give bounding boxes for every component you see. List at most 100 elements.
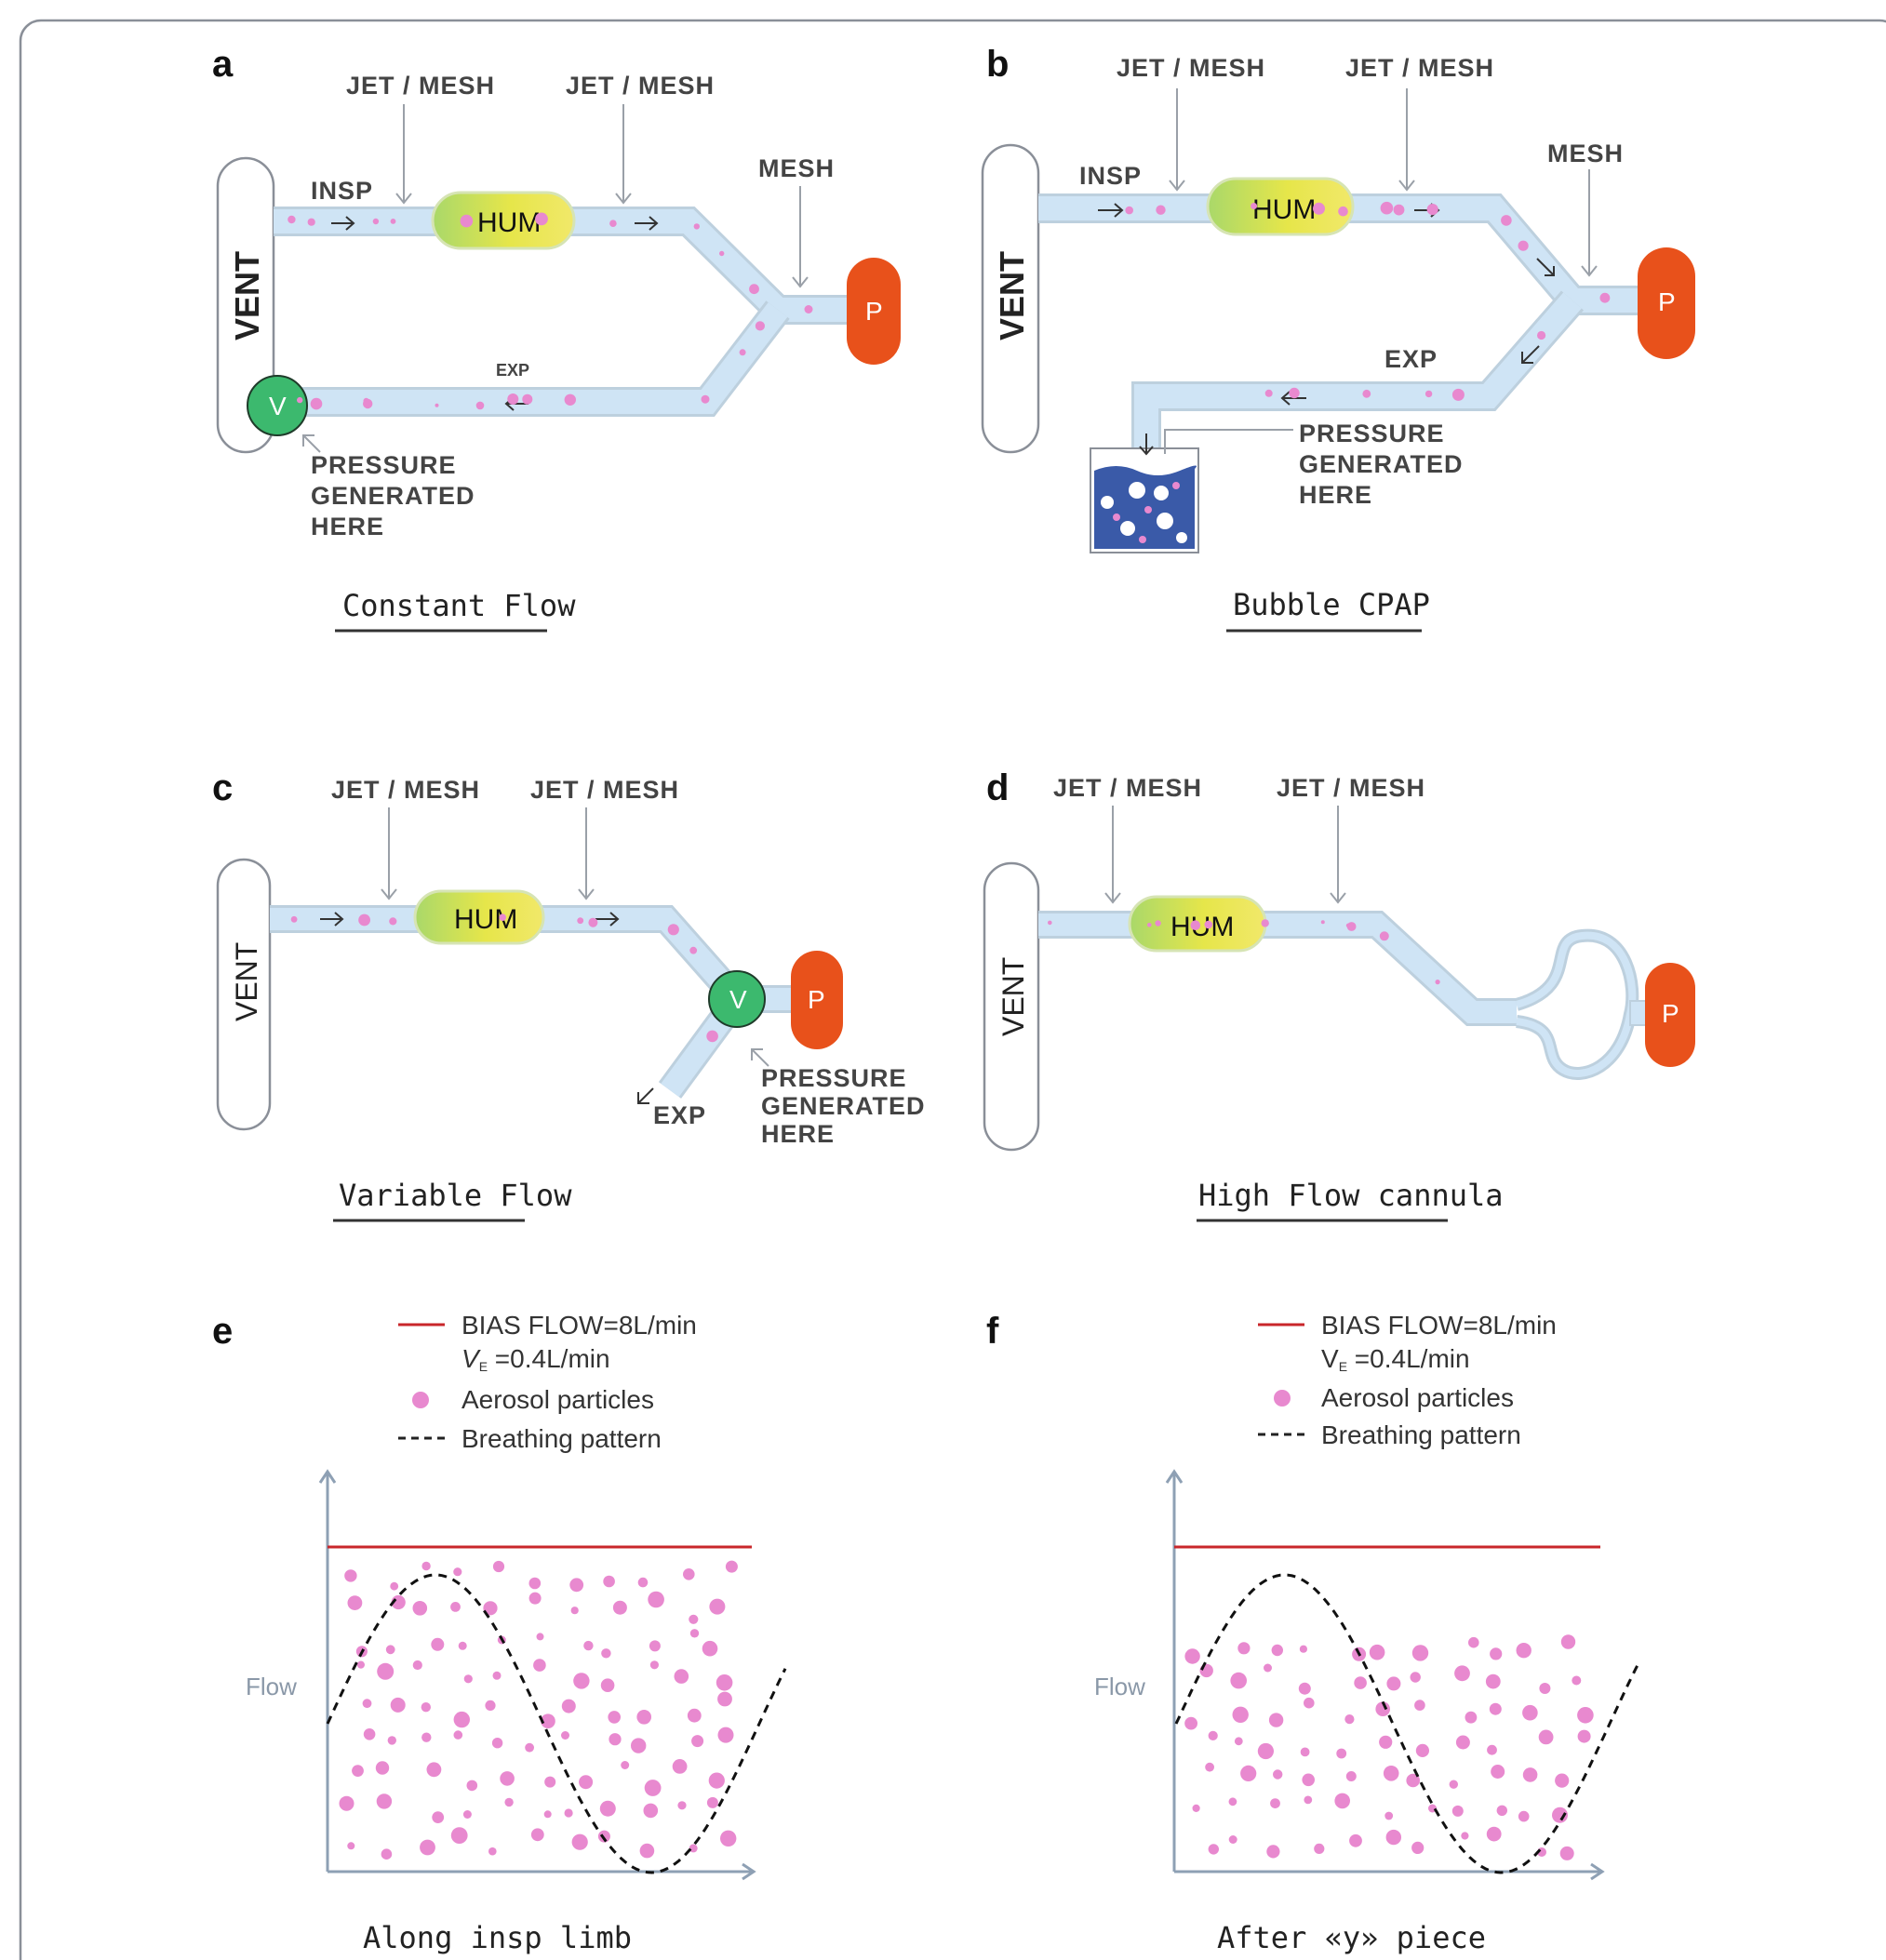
aerosol-particle (1314, 1843, 1325, 1854)
chart-f-caption: After «y» piece (1217, 1920, 1486, 1955)
aerosol-particle (689, 1844, 698, 1853)
tube-particle (1426, 204, 1438, 216)
aerosol-particle (702, 1640, 718, 1657)
aerosol-particle (608, 1711, 621, 1724)
panel-b-insp-label: INSP (1079, 162, 1142, 190)
tube-particle (804, 305, 813, 313)
chart-e-legend-ve: VE =0.4L/min (461, 1344, 610, 1374)
aerosol-particle (1304, 1795, 1313, 1805)
aerosol-particle (1234, 1737, 1243, 1746)
aerosol-particle (689, 1614, 699, 1624)
aerosol-particle (363, 1728, 376, 1740)
chart-f-legend-aerosol: Aerosol particles (1321, 1383, 1514, 1412)
panel-a-exp-label: EXP (496, 361, 529, 380)
aerosol-particle (561, 1699, 576, 1713)
aerosol-particle (1344, 1714, 1355, 1725)
tube-particle (435, 403, 439, 407)
tube-particle (1501, 215, 1512, 226)
aerosol-particle (421, 1702, 431, 1713)
panel-a: a VENT HUM P V JET / MESH JET / MESH MES… (212, 44, 901, 633)
tube-particle (288, 215, 296, 224)
aerosol-particle (579, 1775, 594, 1790)
tube-particle (739, 349, 746, 356)
aerosol-particle (708, 1772, 725, 1789)
aerosol-particle (1465, 1711, 1478, 1724)
aerosol-particle (525, 1742, 534, 1753)
aerosol-particle (1386, 1676, 1401, 1691)
panel-c-vent (216, 858, 272, 1131)
panel-c-pressure-2: GENERATED (761, 1092, 926, 1120)
aerosol-particle (583, 1640, 594, 1651)
tube-particle (390, 219, 396, 224)
tube-particle (693, 223, 700, 230)
aerosol-particle (720, 1830, 737, 1847)
aerosol-particle (1184, 1716, 1197, 1730)
panel-a-valve (247, 375, 308, 436)
aerosol-particle (458, 1641, 467, 1650)
aerosol-particle (453, 1730, 463, 1740)
aerosol-particle (597, 1830, 610, 1843)
aerosol-particle (1577, 1729, 1591, 1743)
panel-b-letter: b (986, 44, 1009, 85)
tube-particle (1313, 202, 1325, 215)
aerosol-particle (381, 1848, 393, 1860)
panel-b-caption: Bubble CPAP (1233, 587, 1430, 622)
panel-b-vent (981, 143, 1040, 454)
chart-f: f BIAS FLOW=8L/min VE =0.4L/min Aerosol … (986, 1311, 1641, 1955)
aerosol-particle (1264, 1663, 1272, 1673)
aerosol-particle (541, 1713, 555, 1728)
tube-particle (1289, 387, 1300, 399)
aerosol-particle (1300, 1747, 1310, 1757)
aerosol-particle (716, 1674, 733, 1691)
aerosol-particle (1232, 1706, 1249, 1724)
aerosol-particle (347, 1595, 363, 1610)
aerosol-particle (462, 1810, 472, 1819)
aerosol-particle (631, 1738, 647, 1753)
panel-d-caption: High Flow cannula (1198, 1178, 1504, 1213)
aerosol-particle (1518, 1810, 1530, 1822)
panel-c-vent-label: VENT (230, 942, 263, 1021)
chart-e-aerosol-particles (339, 1560, 738, 1860)
tube-particle (1251, 203, 1258, 209)
aerosol-particle (421, 1732, 432, 1742)
tube-particle (297, 396, 303, 404)
aerosol-particle (536, 1633, 544, 1641)
chart-f-x-axis (1174, 1862, 1605, 1881)
tube-particle (1599, 292, 1611, 303)
tube-particle (507, 393, 519, 405)
aerosol-particle (421, 1561, 431, 1571)
tube-particle (1155, 920, 1161, 927)
tube-particle (1204, 920, 1213, 929)
aerosol-particle (500, 1771, 515, 1786)
tube-particle (1261, 919, 1269, 927)
aerosol-particle (1240, 1765, 1257, 1781)
chart-e-x-axis (328, 1862, 756, 1881)
chart-f-legend-breathing: Breathing pattern (1321, 1420, 1521, 1449)
aerosol-particle (1572, 1675, 1582, 1686)
panel-a-pressure-1: PRESSURE (311, 451, 457, 479)
aerosol-particle (1273, 1769, 1283, 1780)
panel-a-jet1-label: JET / MESH (346, 72, 495, 100)
tube-particle (372, 218, 380, 225)
aerosol-particle (687, 1708, 702, 1723)
aerosol-particle (677, 1801, 687, 1810)
aerosol-particle (674, 1669, 689, 1684)
panel-b-hum-label: HUM (1252, 194, 1316, 225)
aerosol-particle (1411, 1645, 1429, 1661)
aerosol-particle (1304, 1697, 1315, 1709)
aerosol-particle (485, 1700, 496, 1711)
aerosol-particle (1375, 1701, 1390, 1716)
tube-particle (535, 212, 548, 226)
panel-b-pressure-1: PRESSURE (1299, 420, 1445, 447)
aerosol-particle (717, 1691, 732, 1707)
aerosol-particle (463, 1674, 473, 1684)
aerosol-particle (347, 1842, 355, 1850)
aerosol-particle (570, 1607, 579, 1615)
panel-c-patient (791, 951, 843, 1049)
chart-f-breathing-curve (1174, 1573, 1641, 1874)
aerosol-particle (600, 1678, 615, 1692)
aerosol-particle (1522, 1767, 1538, 1782)
aerosol-particle (1230, 1672, 1247, 1689)
panel-c-humidifier (413, 889, 545, 945)
aerosol-particle (483, 1601, 498, 1616)
